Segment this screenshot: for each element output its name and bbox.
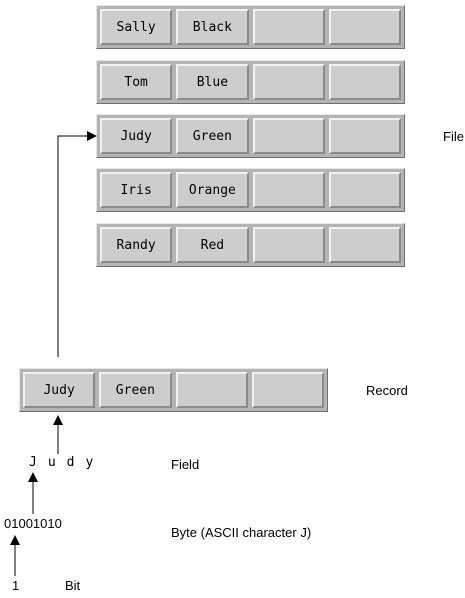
bit-value: 1 [12,578,20,593]
arrowhead-icon [10,535,20,545]
field-cell: Black [176,9,249,45]
bit-label: Bit [65,578,81,593]
field-cell: Blue [176,64,249,100]
field-value: Judy [29,455,105,470]
field-cell [175,372,248,408]
field-cell [328,172,401,208]
record-to-file-arrow [57,135,88,357]
field-cell: Iris [100,172,173,208]
field-cell [328,227,401,263]
field-cell: Orange [176,172,249,208]
arrowhead-icon [53,415,63,425]
file-record-5: Randy Red [96,223,405,267]
field-cell: Tom [100,64,173,100]
file-record-3: Judy Green [96,114,405,158]
file-label: File [443,129,464,144]
field-cell: Judy [100,118,173,154]
field-cell [252,64,325,100]
field-cell: Randy [100,227,173,263]
field-cell [328,9,401,45]
field-label: Field [171,457,200,472]
field-cell [328,64,401,100]
field-cell: Green [99,372,172,408]
field-cell [251,372,324,408]
record-label: Record [366,383,408,398]
field-cell [328,118,401,154]
byte-label: Byte (ASCII character J) [171,525,312,540]
field-cell [252,118,325,154]
arrowhead-icon [28,472,38,482]
file-record-4: Iris Orange [96,168,405,212]
field-cell [252,9,325,45]
file-record-2: Tom Blue [96,60,405,104]
file-record-1: Sally Black [96,5,405,49]
single-record: Judy Green [19,368,328,412]
field-cell [252,227,325,263]
field-cell: Judy [23,372,96,408]
byte-value: 01001010 [4,516,62,531]
field-cell: Red [176,227,249,263]
field-cell: Sally [100,9,173,45]
field-cell: Green [176,118,249,154]
field-cell [252,172,325,208]
